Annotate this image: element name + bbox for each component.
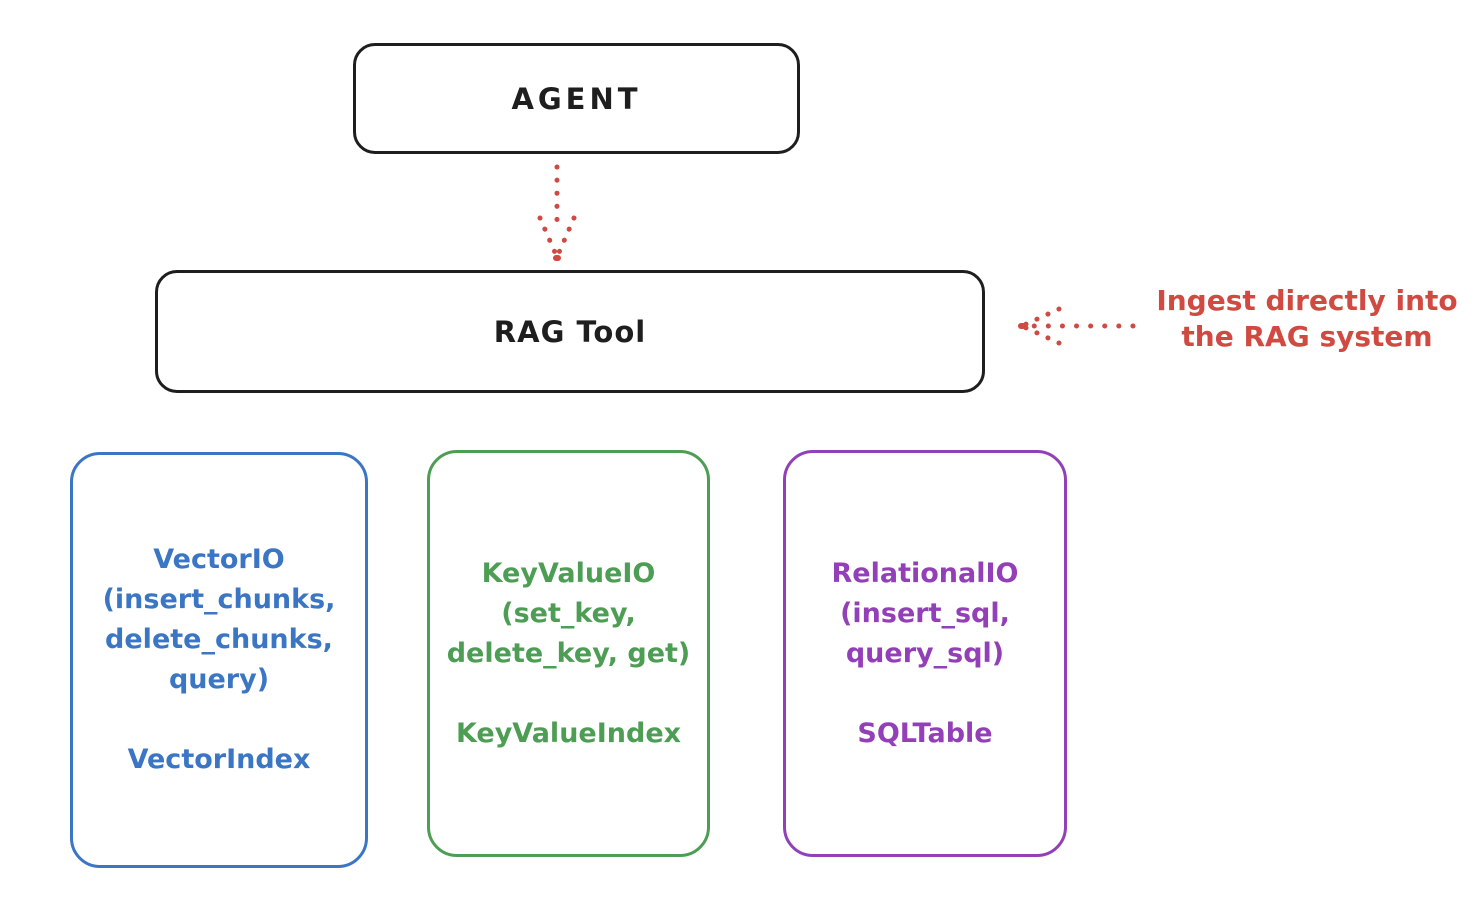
module-line: RelationalIO: [831, 557, 1019, 589]
keyvalue-index-label: KeyValueIndex: [455, 717, 682, 749]
ingest-annotation-line2: the RAG system: [1181, 320, 1433, 353]
module-line: (set_key,: [501, 597, 636, 629]
module-line: KeyValueIO: [481, 557, 656, 589]
vector-io-signature: VectorIO (insert_chunks, delete_chunks, …: [103, 540, 336, 700]
vector-io-box: VectorIO (insert_chunks, delete_chunks, …: [70, 452, 368, 868]
relational-io-signature: RelationalIO (insert_sql, query_sql): [832, 554, 1019, 674]
module-line: query_sql): [845, 637, 1005, 669]
agent-to-ragtool-arrow-icon: [527, 162, 587, 266]
module-line: (insert_sql,: [840, 597, 1010, 629]
keyvalue-io-box: KeyValueIO (set_key, delete_key, get) Ke…: [427, 450, 710, 857]
annotation-to-ragtool-arrow-icon: [1015, 300, 1140, 352]
agent-label: AGENT: [511, 81, 642, 116]
module-line: query): [168, 664, 270, 695]
ingest-annotation-line1: Ingest directly into: [1156, 284, 1458, 317]
module-line: VectorIO: [153, 544, 285, 575]
agent-box: AGENT: [353, 43, 800, 154]
rag-tool-box: RAG Tool: [155, 270, 985, 393]
ingest-annotation: Ingest directly into the RAG system: [1142, 283, 1472, 355]
rag-tool-label: RAG Tool: [493, 314, 647, 349]
relational-io-box: RelationalIO (insert_sql, query_sql) SQL…: [783, 450, 1067, 857]
module-line: (insert_chunks,: [102, 584, 336, 615]
keyvalue-io-signature: KeyValueIO (set_key, delete_key, get): [447, 554, 691, 674]
module-line: delete_key, get): [446, 637, 691, 669]
module-line: delete_chunks,: [105, 624, 333, 655]
vector-index-label: VectorIndex: [127, 744, 311, 775]
sql-table-label: SQLTable: [857, 717, 993, 749]
